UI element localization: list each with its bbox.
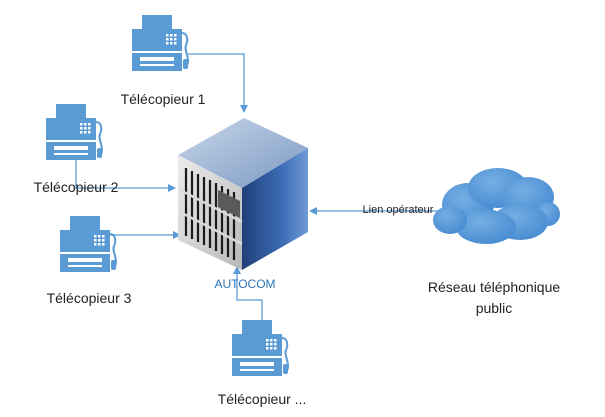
cloud-icon — [433, 168, 560, 244]
fax-3: Télécopieur 3 — [47, 215, 132, 306]
fax-2: Télécopieur 2 — [34, 103, 119, 195]
operator-link-label: Lien opérateur — [363, 204, 434, 216]
fax-1: Télécopieur 1 — [121, 14, 206, 107]
line-faxn-to-server — [233, 266, 263, 320]
autocom-server — [178, 118, 308, 270]
fax-n-label: Télécopieur ... — [218, 391, 307, 407]
line-fax1-to-server — [188, 53, 248, 113]
fax-3-label: Télécopieur 3 — [47, 290, 132, 306]
network-label-line2: public — [476, 300, 513, 316]
fax-machine-icon — [231, 319, 289, 377]
fax-machine-icon — [45, 103, 103, 161]
server-cube-icon — [178, 118, 308, 270]
fax-machine-icon — [131, 14, 189, 72]
autocom-label: AUTOCOM — [214, 277, 275, 291]
network-label-line1: Réseau téléphonique — [428, 279, 561, 295]
fax-n: Télécopieur ... — [218, 319, 307, 407]
fax-2-label: Télécopieur 2 — [34, 179, 119, 195]
fax-machine-icon — [59, 215, 117, 273]
fax-1-label: Télécopieur 1 — [121, 91, 206, 107]
public-network-cloud — [433, 168, 560, 244]
